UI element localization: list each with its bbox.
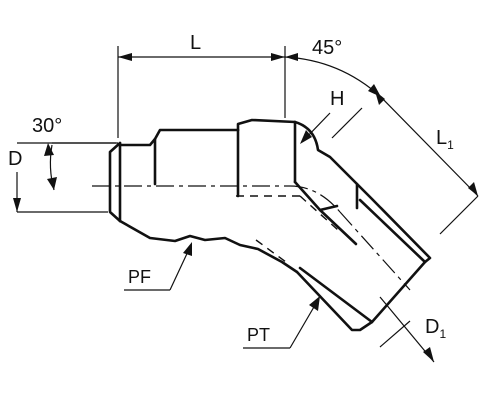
dimension-D — [13, 172, 21, 212]
thread-pt-arrow — [309, 296, 320, 311]
angle-45-label: 45° — [312, 37, 342, 59]
hidden-bore-lines — [236, 195, 339, 263]
angle-30-dimension — [44, 142, 118, 191]
dimension-D1-label: D1 — [425, 316, 446, 341]
hex-size-arrow — [300, 130, 312, 144]
elbow-hex-body — [293, 120, 359, 246]
thread-pf-arrow — [183, 242, 192, 256]
dimension-L-label: L — [190, 32, 201, 54]
dimension-L1-label: L1 — [436, 127, 454, 152]
dimension-D-label: D — [8, 148, 22, 170]
angled-thread-end — [295, 182, 432, 332]
straight-end-body — [108, 118, 299, 274]
extension-lines — [17, 46, 479, 348]
centerlines — [92, 185, 411, 291]
dimension-L1 — [374, 90, 479, 197]
thread-pt-label: PT — [247, 325, 270, 345]
angle-30-label: 30° — [32, 115, 62, 137]
dimension-L — [118, 53, 285, 61]
thread-pf-label: PF — [128, 267, 151, 287]
thread-pt-leader — [289, 299, 319, 349]
hex-size-label: H — [330, 88, 344, 110]
dimension-D1 — [379, 296, 435, 363]
